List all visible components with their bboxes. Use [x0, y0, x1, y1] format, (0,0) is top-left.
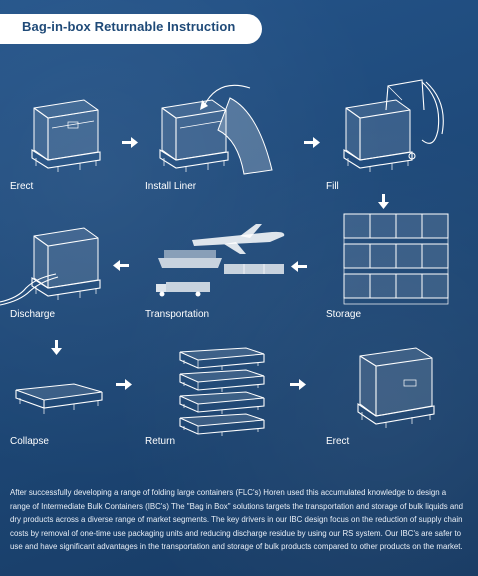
step-label-collapse: Collapse: [10, 436, 49, 447]
arrow-down-icon: [51, 340, 62, 355]
install-liner-illustration: [159, 84, 273, 175]
description-paragraph: After successfully developing a range of…: [10, 488, 464, 551]
step-label-transportation: Transportation: [145, 309, 210, 320]
fill-illustration: [343, 79, 444, 172]
return-illustration: [179, 347, 265, 437]
arrow-left-icon: [291, 261, 307, 272]
storage-illustration: [343, 213, 449, 305]
title-tab: [0, 14, 262, 44]
step-label-discharge: Discharge: [10, 309, 56, 320]
step-label-erect: Erect: [10, 181, 34, 192]
arrow-right-icon: [304, 137, 320, 148]
process-diagram: [0, 79, 449, 437]
erect-final-illustration: [357, 347, 435, 428]
arrow-right-icon: [116, 379, 132, 390]
page-title: Bag-in-box Returnable Instruction: [22, 19, 236, 34]
step-label-return: Return: [145, 436, 176, 447]
arrow-left-icon: [113, 260, 129, 271]
step-label-erect-final: Erect: [326, 436, 350, 447]
transportation-illustration: [156, 224, 285, 297]
step-label-install-liner: Install Liner: [145, 181, 197, 192]
step-label-fill: Fill: [326, 181, 339, 192]
collapse-illustration: [15, 383, 103, 414]
arrow-down-icon: [378, 194, 389, 209]
arrow-right-icon: [290, 379, 306, 390]
discharge-illustration: [0, 227, 101, 306]
arrow-right-icon: [122, 137, 138, 148]
erect-container-illustration: [31, 99, 101, 172]
step-label-storage: Storage: [326, 309, 362, 320]
